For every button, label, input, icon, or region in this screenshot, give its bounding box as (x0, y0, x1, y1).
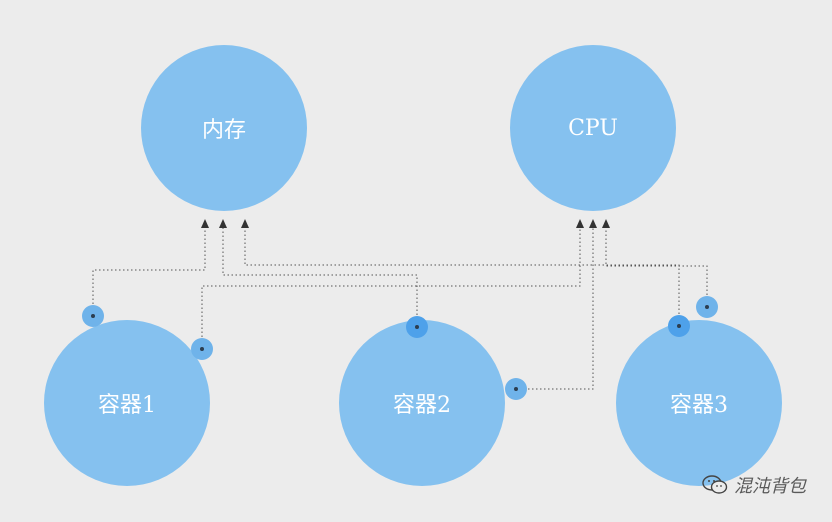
cpu-label: CPU (568, 115, 618, 141)
container-2-memory-port (406, 316, 428, 338)
link-c1-memory (92, 228, 206, 316)
container-3-label: 容器3 (670, 393, 728, 418)
link-c3-memory (244, 228, 680, 326)
memory-label: 内存 (201, 118, 246, 143)
link-c2-cpu (516, 228, 594, 390)
cpu-node: CPU (510, 45, 676, 211)
arrow-memory-2 (219, 219, 227, 228)
watermark: 混沌背包 (702, 472, 806, 498)
memory-node: 内存 (141, 45, 307, 211)
arrow-memory-3 (241, 219, 249, 228)
container-3-memory-port (668, 315, 690, 337)
container-3-node: 容器3 (616, 320, 782, 486)
wechat-icon (702, 475, 728, 495)
container-1-label: 容器1 (98, 393, 156, 418)
arrow-memory-1 (201, 219, 209, 228)
arrow-cpu-1 (576, 219, 584, 228)
container-1-memory-port (82, 305, 104, 327)
link-c3-cpu (605, 228, 708, 307)
container-2-node: 容器2 (339, 320, 505, 486)
container-3-cpu-port (696, 296, 718, 318)
container-2-label: 容器2 (393, 393, 451, 418)
link-c2-memory (222, 228, 418, 327)
container-1-cpu-port (191, 338, 213, 360)
watermark-text: 混沌背包 (734, 476, 806, 497)
container-1-node: 容器1 (44, 320, 210, 486)
arrow-cpu-3 (602, 219, 610, 228)
link-c1-cpu (201, 228, 581, 349)
arrow-cpu-2 (589, 219, 597, 228)
container-2-cpu-port (505, 378, 527, 400)
